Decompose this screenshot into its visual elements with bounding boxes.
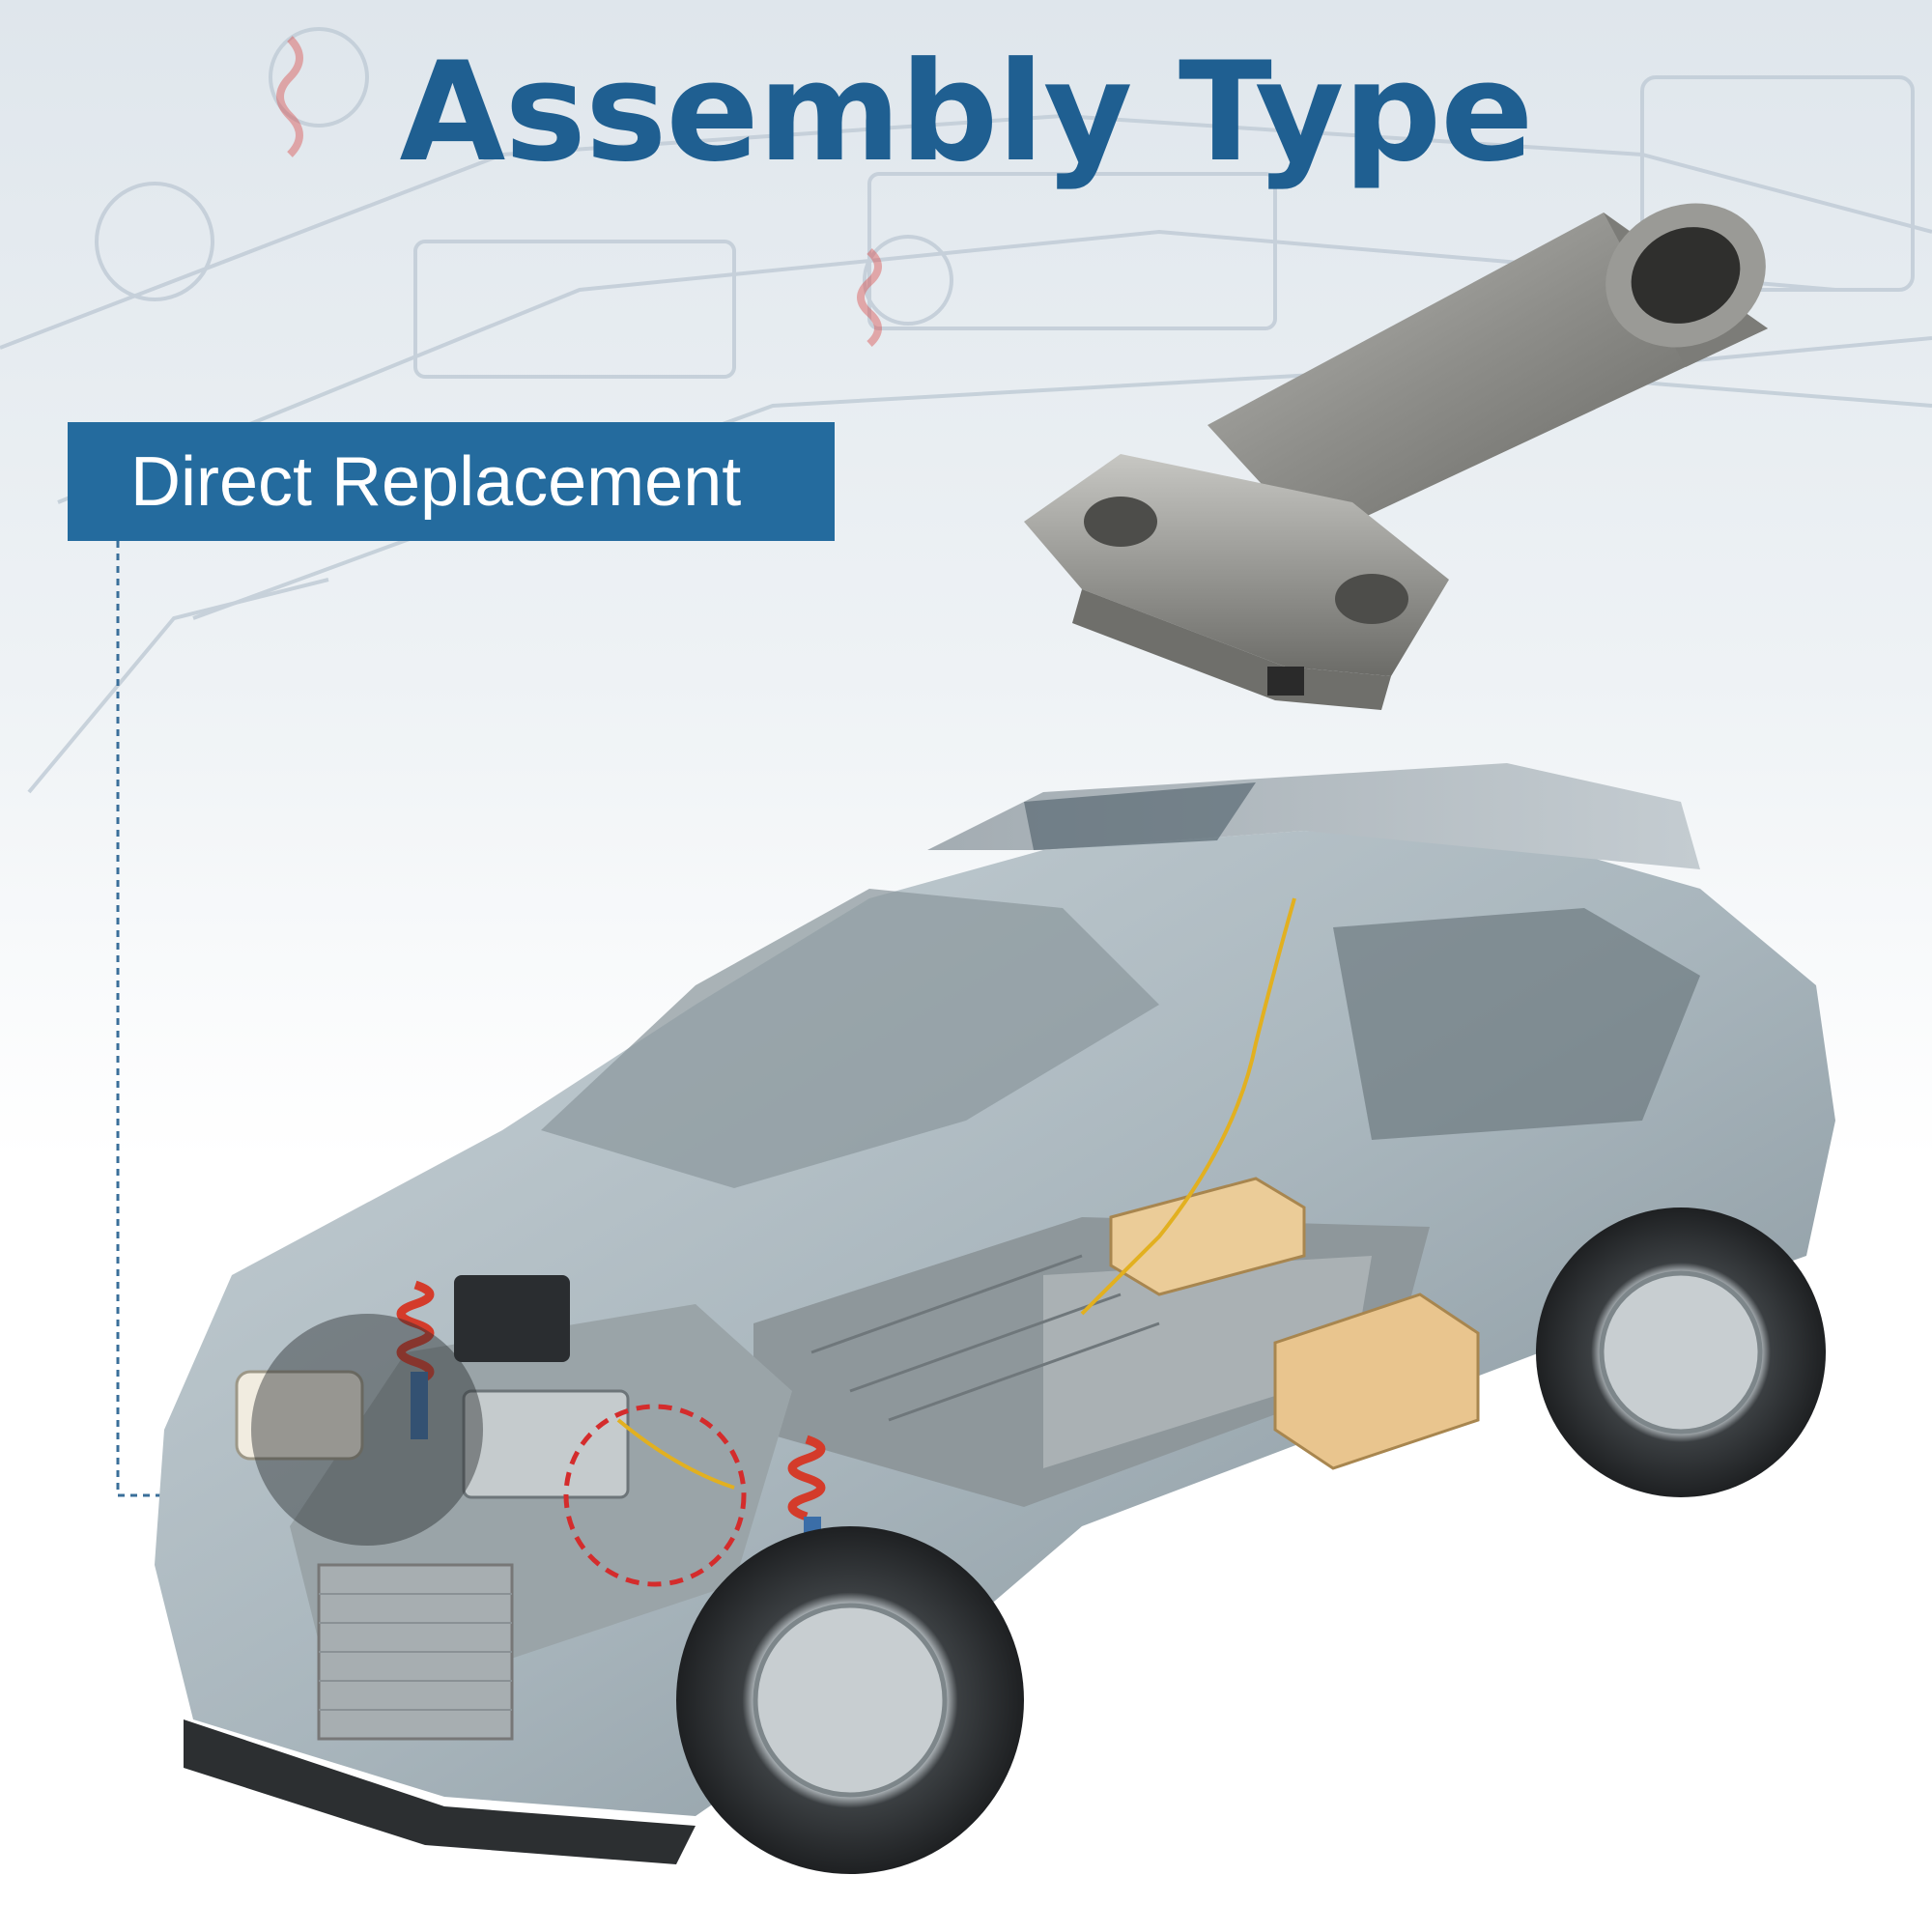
direct-replacement-badge: Direct Replacement [68,422,835,541]
page-title: Assembly Type [399,33,1533,192]
